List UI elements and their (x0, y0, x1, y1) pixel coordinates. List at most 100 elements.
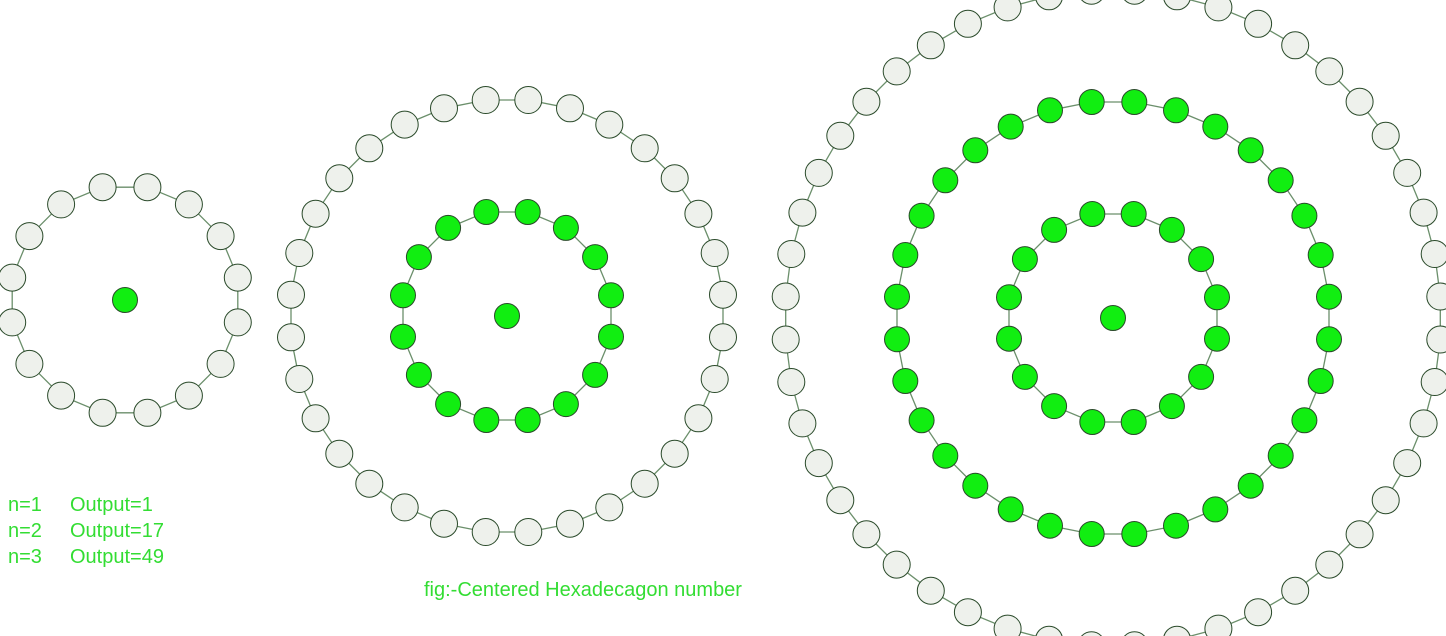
filled-dot (1202, 113, 1229, 140)
filled-dot (997, 496, 1024, 523)
empty-dot (882, 550, 911, 579)
empty-dot (1081, 0, 1102, 5)
empty-dot (660, 439, 689, 468)
empty-dot (993, 0, 1022, 22)
filled-dot (514, 407, 541, 433)
filled-dot (514, 199, 541, 225)
empty-dot (1345, 87, 1374, 116)
empty-dot (709, 280, 737, 309)
empty-dot (174, 190, 203, 219)
filled-dot (1078, 89, 1105, 115)
empty-dot (1204, 614, 1233, 636)
empty-dot (852, 520, 881, 549)
empty-dot (1420, 368, 1446, 396)
empty-dot (1281, 31, 1310, 60)
empty-dot (882, 57, 911, 86)
filled-dot (1079, 201, 1106, 227)
empty-dot (430, 509, 458, 538)
empty-dot (301, 199, 330, 228)
empty-dot (953, 9, 982, 38)
filled-dot (405, 244, 432, 271)
empty-dot (1244, 598, 1273, 627)
filled-dot (405, 361, 432, 388)
filled-dot (1237, 137, 1264, 164)
empty-dot (355, 134, 384, 163)
empty-dot (1163, 625, 1191, 636)
empty-dot (1035, 625, 1063, 636)
empty-dot (1420, 240, 1446, 268)
empty-dot (804, 449, 833, 478)
empty-dot (47, 381, 76, 410)
filled-dot (473, 199, 500, 225)
empty-dot (630, 469, 659, 498)
legend-output: Output=17 (70, 520, 164, 542)
empty-dot (684, 404, 713, 433)
figure-n2 (277, 86, 737, 546)
filled-dot (1307, 242, 1334, 268)
empty-dot (1163, 0, 1191, 11)
empty-dot (556, 509, 584, 538)
filled-dot (598, 323, 624, 350)
empty-dot (1409, 409, 1438, 438)
empty-dot (1393, 158, 1422, 187)
empty-dot (15, 349, 44, 378)
filled-dot (1011, 246, 1038, 273)
empty-dot (514, 518, 543, 546)
empty-dot (700, 365, 729, 393)
filled-dot (1316, 283, 1342, 310)
empty-dot (277, 323, 305, 352)
filled-dot (1158, 216, 1185, 243)
empty-dot (301, 404, 330, 433)
empty-dot (471, 518, 500, 546)
filled-dot (884, 283, 910, 310)
empty-dot (595, 110, 624, 139)
empty-dot (1204, 0, 1233, 22)
empty-dot (684, 199, 713, 228)
filled-dot (1204, 325, 1230, 352)
empty-dot (916, 576, 945, 605)
filled-dot (1202, 496, 1229, 523)
empty-dot (1315, 57, 1344, 86)
empty-dot (788, 409, 817, 438)
filled-dot (962, 137, 989, 164)
empty-dot (1124, 0, 1145, 5)
empty-dot (223, 263, 252, 292)
empty-dot (771, 282, 800, 311)
filled-dot (1037, 97, 1063, 124)
empty-dot (1244, 9, 1273, 38)
empty-dot (471, 86, 500, 114)
empty-dot (660, 164, 689, 193)
empty-dot (133, 398, 162, 427)
empty-dot (1409, 198, 1438, 227)
filled-dot (932, 167, 959, 194)
empty-dot (916, 31, 945, 60)
empty-dot (1426, 325, 1446, 354)
filled-dot (997, 113, 1024, 140)
filled-dot (892, 242, 919, 268)
filled-dot (1163, 97, 1189, 124)
empty-dot (630, 134, 659, 163)
empty-dot (826, 121, 855, 150)
empty-dot (0, 308, 27, 337)
legend-output: Output=49 (70, 546, 164, 568)
legend-n-label: n=1 (8, 494, 42, 516)
empty-dot (325, 439, 354, 468)
empty-dot (206, 222, 235, 251)
filled-dot (1163, 512, 1189, 539)
empty-dot (595, 493, 624, 522)
filled-dot (1011, 363, 1038, 390)
filled-dot (435, 214, 462, 241)
filled-dot (473, 407, 500, 433)
filled-dot (1267, 442, 1294, 469)
empty-dot (88, 173, 117, 202)
center-dot (1100, 305, 1126, 331)
figure-n3 (771, 0, 1446, 636)
center-dot (494, 303, 520, 329)
filled-dot (1267, 167, 1294, 194)
empty-dot (0, 263, 27, 292)
empty-dot (826, 486, 855, 515)
empty-dot (788, 198, 817, 227)
legend-output: Output=1 (70, 494, 153, 516)
